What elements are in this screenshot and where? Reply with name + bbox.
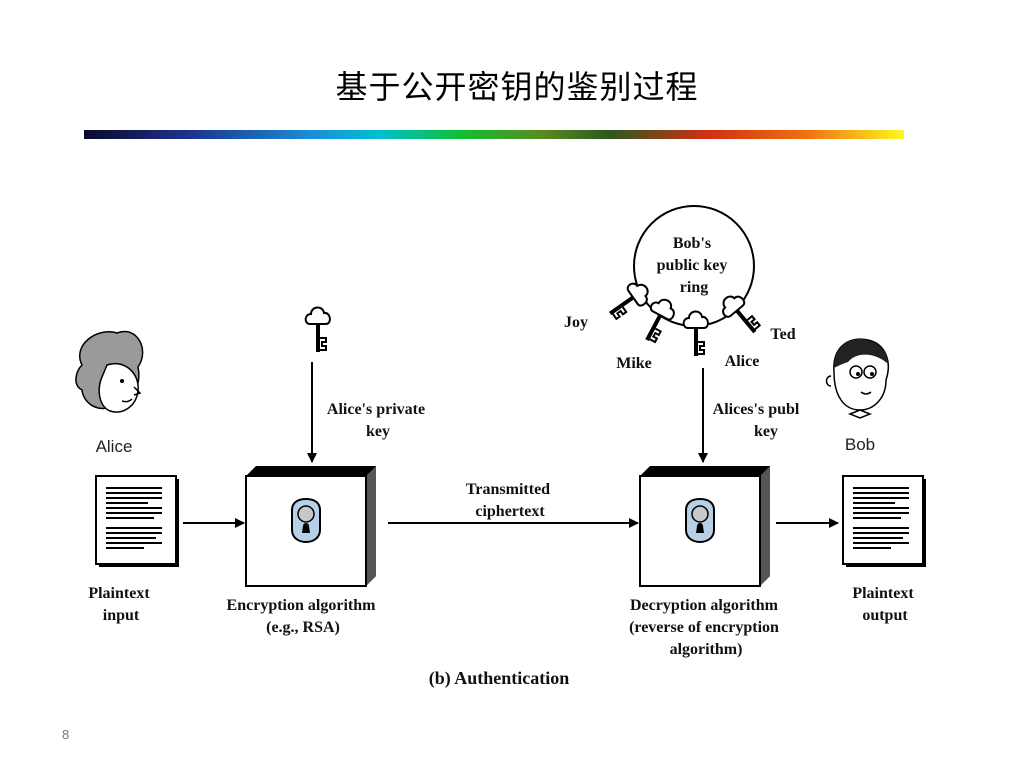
bob-avatar [825, 338, 889, 419]
encryption-label: Encryption algorithm (e.g., RSA) [227, 597, 380, 636]
slide-title: 基于公开密钥的鉴别过程 [335, 68, 699, 106]
diagram-caption: (b) Authentication [429, 668, 570, 689]
plaintext-output-document [842, 475, 927, 568]
bob-name: Bob [845, 435, 875, 454]
plaintext-input-label: Plaintext input [88, 585, 153, 624]
encryption-box [245, 465, 377, 587]
decryption-box [639, 465, 771, 587]
plaintext-input-document [95, 475, 180, 568]
slide-number: 8 [62, 727, 70, 742]
decryption-label: Decryption algorithm (reverse of encrypt… [629, 597, 783, 658]
ring-key-mike-label: Mike [616, 355, 652, 372]
private-key-label: Alice's private key [327, 401, 429, 440]
rainbow-divider [84, 130, 904, 139]
alice-name: Alice [96, 437, 133, 456]
ring-key-alice-label: Alice [725, 353, 760, 370]
keyring-label: Bob's public key ring [657, 235, 732, 296]
ring-key-ted-label: Ted [770, 326, 795, 343]
private-key-icon [304, 306, 331, 353]
alice-key-icon [682, 310, 709, 357]
ring-key-joy-label: Joy [564, 314, 588, 331]
transmitted-ciphertext-label: Transmitted ciphertext [466, 481, 554, 520]
alice-avatar [75, 330, 144, 413]
public-key-label: Alices's publ key [713, 401, 804, 440]
plaintext-output-label: Plaintext output [852, 585, 917, 624]
